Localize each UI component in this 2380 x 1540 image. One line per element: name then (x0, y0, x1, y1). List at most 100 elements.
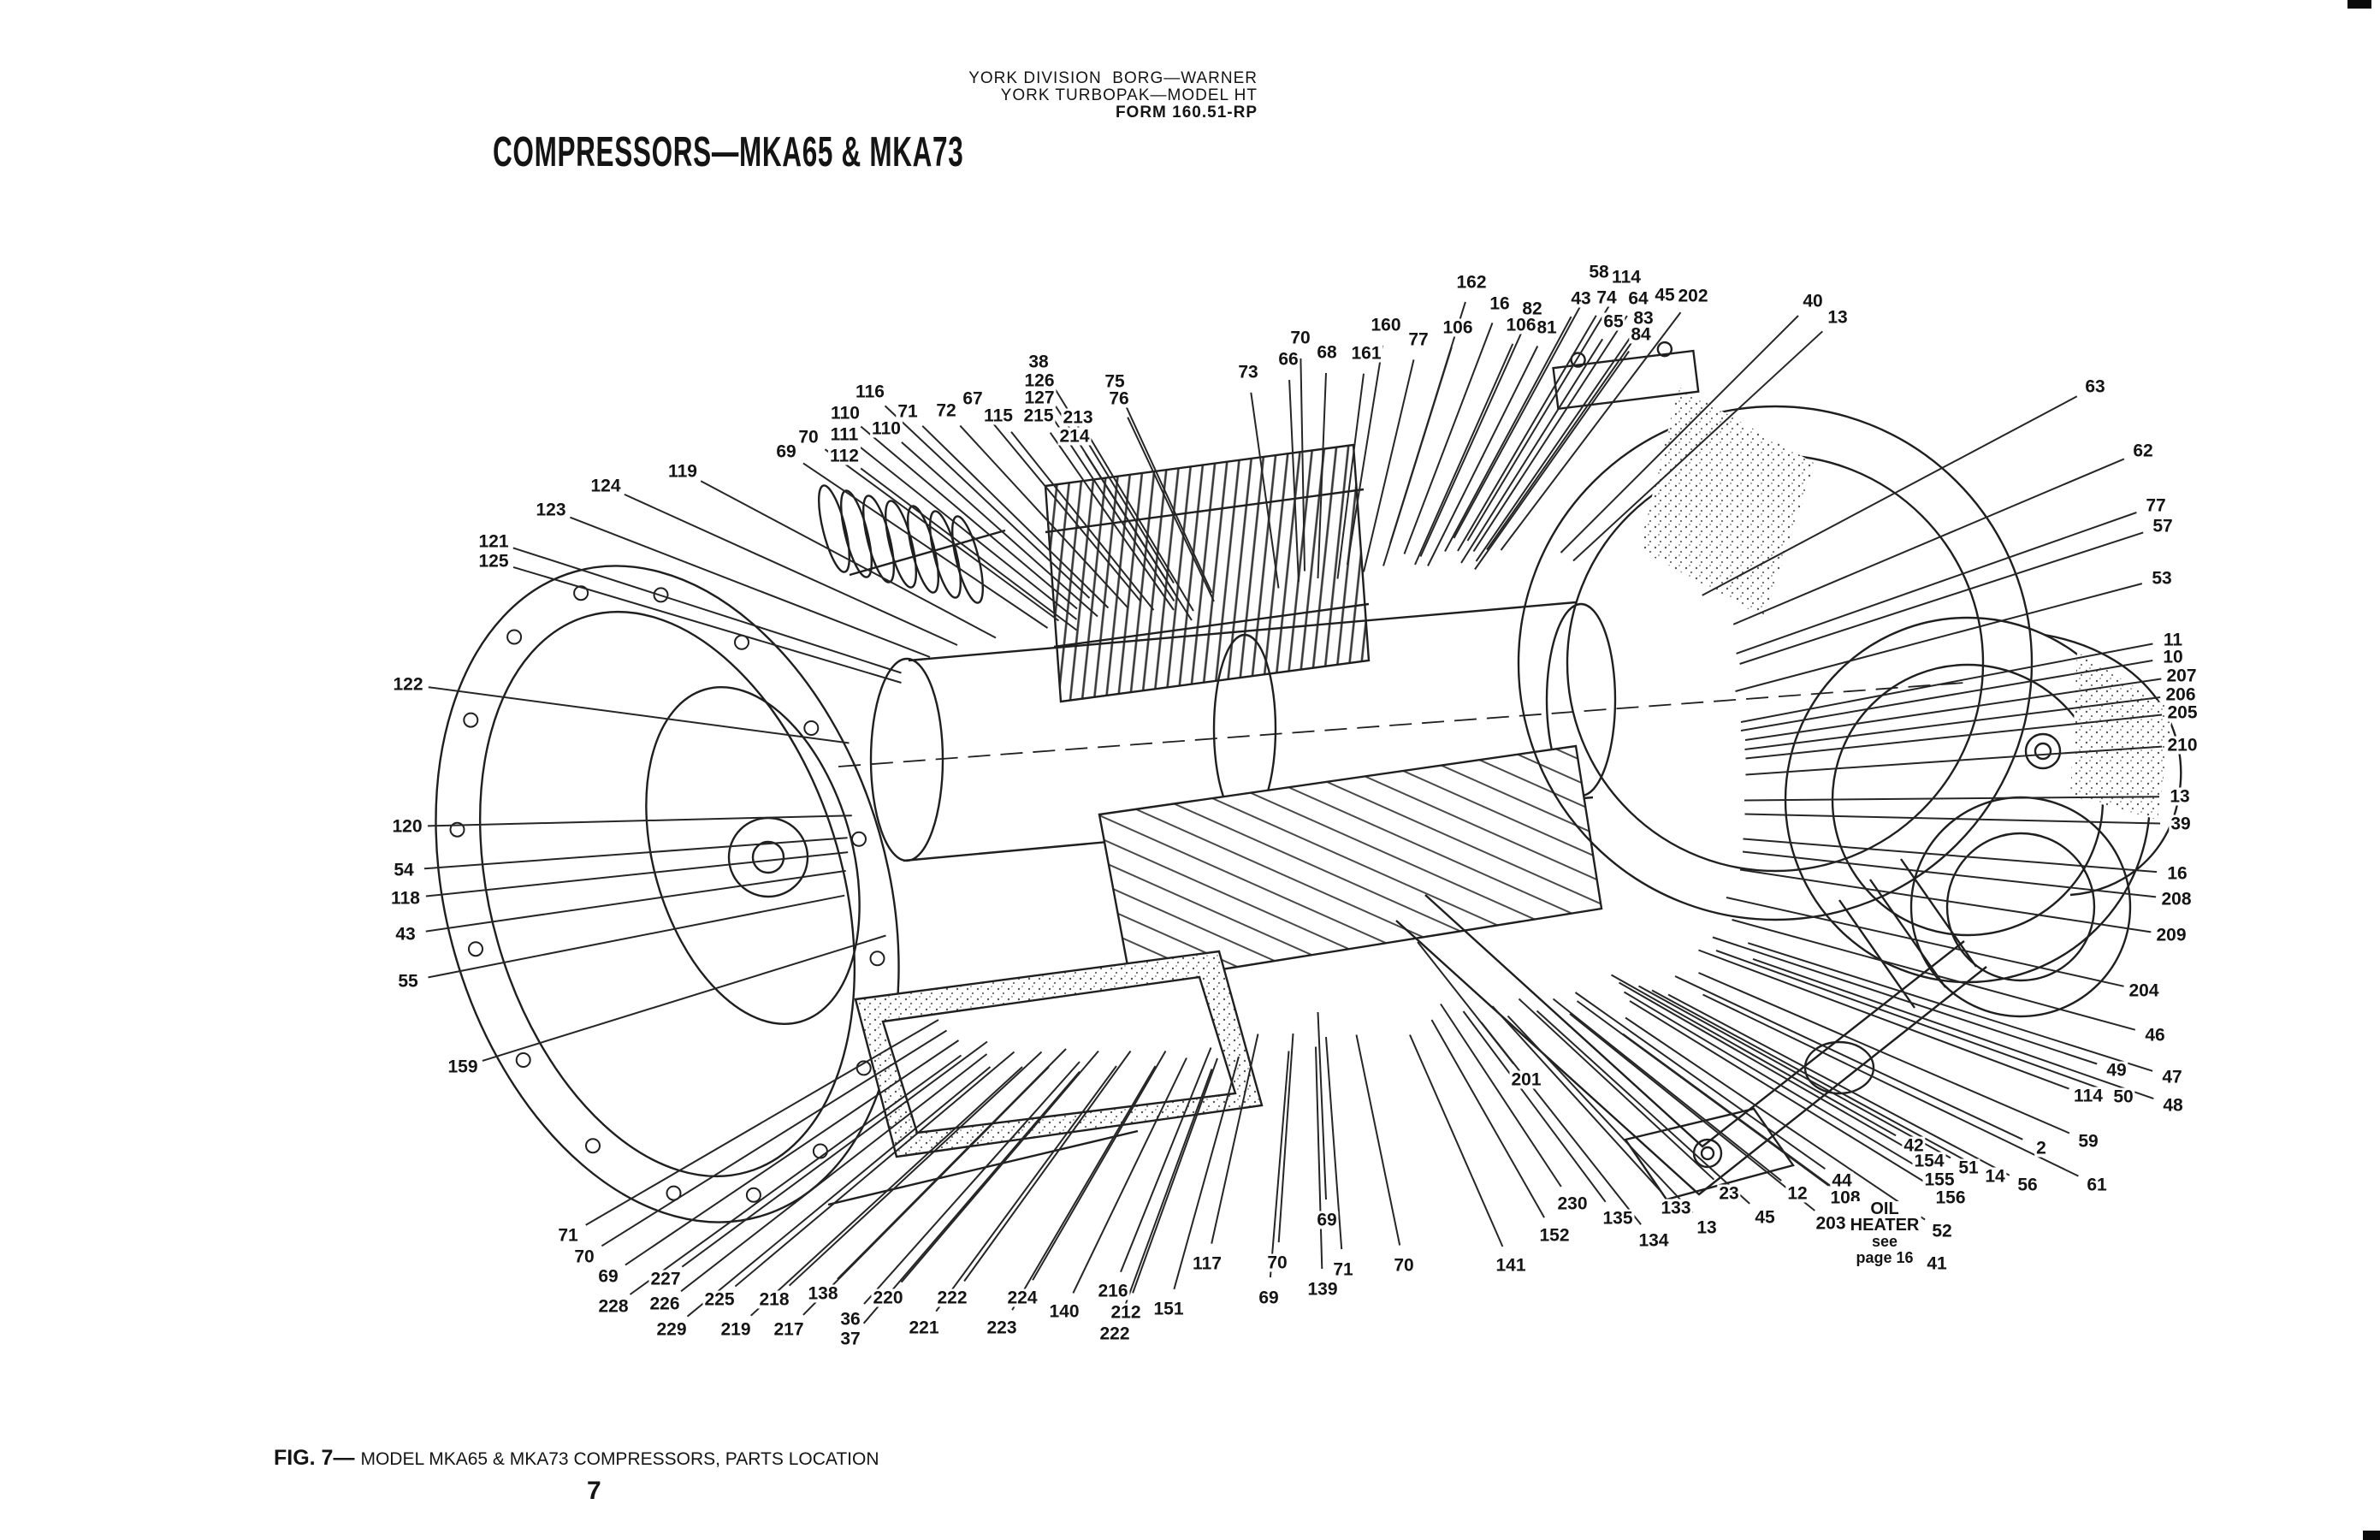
part-label: 106 (1504, 315, 1538, 335)
part-label: 121 (477, 531, 511, 552)
part-label: 229 (654, 1319, 689, 1340)
part-label: 222 (935, 1288, 969, 1308)
part-label: 70 (1392, 1255, 1416, 1276)
part-label: 45 (1653, 285, 1677, 305)
part-label: 16 (1488, 293, 1512, 314)
part-label: 210 (2165, 735, 2199, 755)
part-label: 224 (1005, 1288, 1039, 1308)
header-line-form: FORM 160.51-RP (1115, 104, 1258, 121)
part-label: 155 (1922, 1170, 1957, 1190)
part-label: 216 (1096, 1281, 1130, 1301)
part-label: 160 (1369, 315, 1403, 335)
part-label: 45 (1753, 1207, 1777, 1228)
part-label: 162 (1454, 272, 1489, 293)
part-label: 66 (1276, 349, 1300, 370)
part-label: 77 (2144, 495, 2168, 516)
part-label: 208 (2159, 889, 2194, 909)
part-label: 48 (2161, 1095, 2185, 1116)
part-label: 116 (854, 382, 886, 402)
corner-mark (2347, 0, 2371, 9)
oil-heater-note-line: page 16 (1856, 1249, 1914, 1266)
part-label: 2 (2034, 1138, 2048, 1158)
part-label: 70 (796, 427, 820, 447)
part-label: 70 (1265, 1253, 1289, 1273)
part-label: 159 (446, 1057, 480, 1077)
part-label: 82 (1520, 299, 1544, 319)
part-label: 13 (1695, 1217, 1719, 1238)
part-label: 227 (648, 1269, 683, 1289)
part-label: 222 (1098, 1324, 1132, 1344)
part-label: 223 (985, 1318, 1019, 1338)
part-label: 125 (477, 551, 511, 572)
header-line-model: YORK TURBOPAK—MODEL HT (1000, 86, 1258, 104)
part-label: 43 (1569, 288, 1593, 309)
part-label: 58 (1587, 262, 1611, 282)
part-label: 206 (2164, 684, 2198, 705)
part-label: 10 (2161, 647, 2185, 667)
part-label: 209 (2154, 925, 2188, 945)
oil-heater-note-line: see (1871, 1233, 1898, 1250)
part-label: 212 (1109, 1302, 1143, 1323)
part-label: 115 (982, 406, 1015, 426)
figure-number: FIG. 7— (274, 1446, 355, 1470)
part-label: 11 (2161, 630, 2185, 650)
corner-mark (2363, 1531, 2380, 1540)
oil-heater-note: OIL HEATER see page 16 (1848, 1199, 1921, 1266)
part-label: 12 (1785, 1183, 1809, 1204)
part-label: 51 (1957, 1158, 1980, 1178)
part-label: 226 (648, 1294, 682, 1314)
part-label: 57 (2151, 516, 2175, 536)
part-label: 71 (1331, 1259, 1355, 1280)
part-label: 140 (1047, 1301, 1081, 1322)
part-label: 111 (828, 424, 861, 445)
part-label: 61 (2085, 1175, 2109, 1195)
part-label: 201 (1509, 1069, 1543, 1090)
part-label: 220 (871, 1288, 905, 1308)
part-label: 83 (1631, 308, 1655, 329)
part-label: 62 (2131, 441, 2155, 461)
part-label: 73 (1236, 362, 1260, 382)
page-title: COMPRESSORS—MKA65 & MKA73 (493, 127, 964, 175)
part-label: 69 (1315, 1210, 1339, 1230)
part-label: 59 (2076, 1131, 2100, 1152)
part-label: 228 (596, 1296, 631, 1317)
part-label: 69 (596, 1266, 620, 1287)
part-label: 75 (1103, 371, 1127, 392)
part-label: 120 (390, 816, 424, 837)
part-label: 13 (2168, 786, 2192, 807)
part-label: 76 (1107, 388, 1131, 409)
part-label: 110 (829, 403, 861, 424)
oil-heater-note-line: OIL (1870, 1199, 1899, 1218)
part-label: 154 (1912, 1151, 1946, 1171)
part-label: 141 (1494, 1255, 1528, 1276)
part-label: 214 (1057, 426, 1092, 447)
part-label: 124 (589, 476, 623, 496)
part-label: 41 (1925, 1253, 1949, 1274)
part-label: 204 (2127, 980, 2161, 1001)
part-label: 14 (1983, 1166, 2007, 1187)
part-label: 205 (2165, 702, 2199, 723)
part-label: 84 (1629, 324, 1653, 345)
part-label: 221 (907, 1318, 941, 1338)
part-label: 114 (2072, 1086, 2105, 1106)
part-label: 56 (2016, 1175, 2040, 1195)
figure-caption-text: MODEL MKA65 & MKA73 COMPRESSORS, PARTS L… (360, 1449, 879, 1469)
part-label: 127 (1022, 388, 1057, 408)
part-label: 37 (838, 1329, 862, 1349)
part-label: 81 (1535, 317, 1559, 338)
page-number: 7 (587, 1477, 601, 1505)
part-label: 43 (394, 924, 417, 945)
part-label: 230 (1555, 1194, 1590, 1214)
part-label: 203 (1814, 1213, 1848, 1234)
part-label: 118 (389, 888, 422, 909)
part-label: 23 (1717, 1183, 1741, 1204)
part-label: 55 (396, 971, 420, 992)
part-label: 69 (1257, 1288, 1281, 1308)
part-label: 213 (1061, 407, 1095, 428)
part-label: 77 (1406, 329, 1430, 350)
part-label: 161 (1349, 343, 1383, 364)
part-label: 114 (1610, 267, 1643, 287)
part-label: 67 (961, 388, 985, 409)
